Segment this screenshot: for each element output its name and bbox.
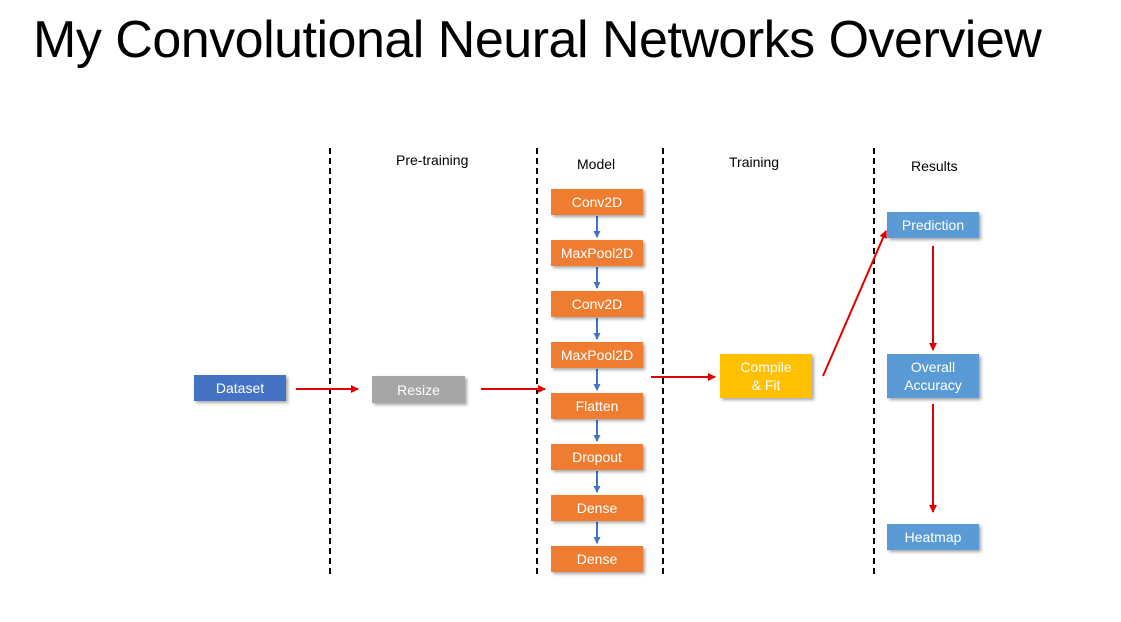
resize-node: Resize (372, 376, 465, 403)
compile-fit-node: Compile & Fit (720, 354, 812, 398)
heatmap-node: Heatmap (887, 524, 979, 550)
column-header-model: Model (577, 156, 616, 172)
layer-flatten: Flatten (551, 393, 643, 419)
divider-1 (329, 148, 331, 574)
layer-maxpool2d-2: MaxPool2D (551, 342, 643, 368)
layer-conv2d-1: Conv2D (551, 189, 643, 215)
overall-accuracy-node: Overall Accuracy (887, 354, 979, 398)
column-header-results: Results (911, 158, 958, 174)
divider-2 (536, 148, 538, 574)
layer-dropout: Dropout (551, 444, 643, 470)
layer-maxpool2d-1: MaxPool2D (551, 240, 643, 266)
layer-dense-1: Dense (551, 495, 643, 521)
dataset-node: Dataset (194, 375, 286, 401)
prediction-node: Prediction (887, 212, 979, 238)
column-header-training: Training (729, 154, 780, 170)
divider-3 (662, 148, 664, 574)
layer-dense-2: Dense (551, 546, 643, 572)
arrow-compile-to-prediction (822, 230, 887, 377)
divider-4 (873, 148, 875, 574)
page-title: My Convolutional Neural Networks Overvie… (33, 11, 1042, 69)
column-header-pretraining: Pre-training (396, 152, 469, 168)
layer-conv2d-2: Conv2D (551, 291, 643, 317)
